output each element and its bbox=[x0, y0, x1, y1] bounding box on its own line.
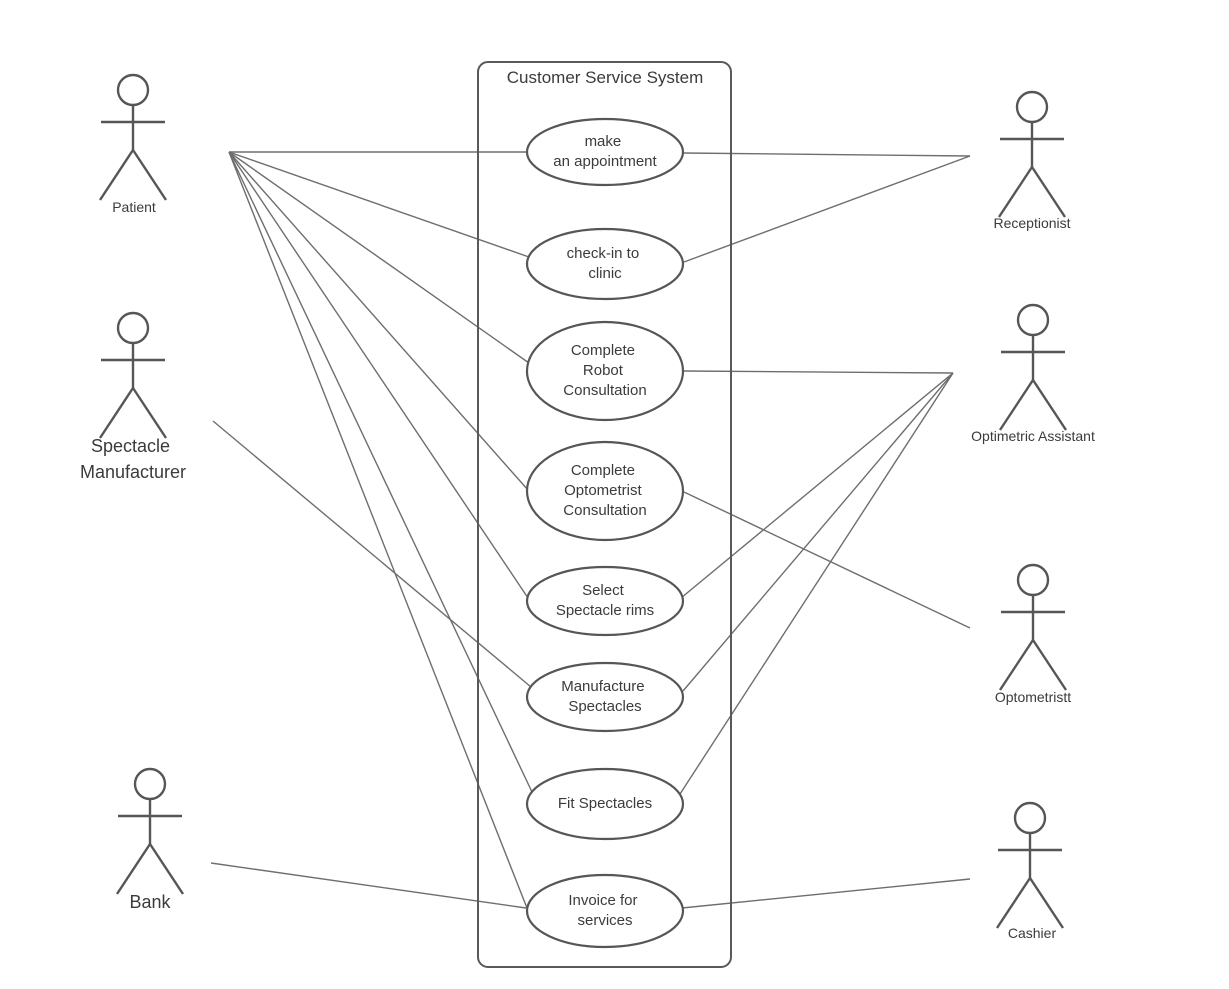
connector-patient-optometrist-consultation bbox=[228, 151, 529, 491]
actor-spectacle-manufacturer-figure bbox=[98, 311, 168, 440]
usecase-optometrist-consultation-label: Complete Optometrist Consultation bbox=[563, 462, 646, 519]
system-boundary: Customer Service System bbox=[477, 61, 732, 968]
actor-optimetric-assistant-figure bbox=[998, 303, 1068, 432]
actor-cashier: Cashier bbox=[995, 801, 1065, 941]
connector-patient-fit-spectacles bbox=[228, 151, 533, 793]
usecase-invoice-services: Invoice for services bbox=[525, 873, 685, 949]
actor-patient: Patient bbox=[98, 73, 168, 215]
actors: Patient Spectacle Manufacturer Bank Rece… bbox=[80, 73, 1095, 941]
usecase-fit-spectacles-label: Fit Spectacles bbox=[558, 795, 652, 812]
actor-receptionist: Receptionist bbox=[993, 90, 1071, 231]
usecase-select-rims: Select Spectacle rims bbox=[525, 565, 685, 637]
connector-patient-robot-consultation bbox=[228, 151, 530, 364]
usecase-robot-consultation: Complete Robot Consultation bbox=[525, 320, 685, 422]
usecase-make-appointment: make an appointment bbox=[525, 117, 685, 187]
usecase-optometrist-consultation: Complete Optometrist Consultation bbox=[525, 440, 685, 542]
usecase-robot-consultation-ellipse bbox=[525, 320, 685, 422]
usecase-check-in-label: check-in to clinic bbox=[567, 245, 644, 282]
usecase-robot-consultation-label: Complete Robot Consultation bbox=[563, 342, 646, 399]
actor-patient-label: Patient bbox=[112, 199, 156, 215]
connector-bank-invoice bbox=[210, 862, 527, 909]
usecase-select-rims-label: Select Spectacle rims bbox=[556, 582, 654, 619]
connector-optimetric-assistant-select-rims bbox=[680, 372, 954, 599]
usecase-manufacture-spectacles: Manufacture Spectacles bbox=[525, 661, 685, 733]
usecase-optometrist-consultation-ellipse bbox=[525, 440, 685, 542]
actor-patient-figure bbox=[98, 73, 168, 202]
actor-optometrist: Optometristt bbox=[995, 563, 1071, 705]
actor-optimetric-assistant: Optimetric Assistant bbox=[971, 303, 1095, 444]
actor-optimetric-assistant-label: Optimetric Assistant bbox=[971, 428, 1095, 444]
actor-bank-figure bbox=[115, 767, 185, 896]
usecase-check-in: check-in to clinic bbox=[525, 227, 685, 301]
connector-optimetric-assistant-manufacture bbox=[682, 372, 954, 692]
actor-spectacle-manufacturer-label: Spectacle Manufacturer bbox=[80, 436, 186, 482]
actor-receptionist-figure bbox=[997, 90, 1067, 219]
connector-cashier-invoice bbox=[681, 878, 971, 909]
system-title: Customer Service System bbox=[507, 68, 704, 87]
system-boundary-box bbox=[477, 61, 732, 968]
actor-spectacle-manufacturer: Spectacle Manufacturer bbox=[80, 311, 186, 482]
actor-receptionist-label: Receptionist bbox=[993, 215, 1070, 231]
actor-bank: Bank bbox=[115, 767, 185, 912]
connector-spectacle-manufacturer-manufacture bbox=[212, 420, 532, 688]
usecase-invoice-services-label: Invoice for services bbox=[568, 892, 641, 929]
connector-patient-check-in bbox=[228, 151, 530, 258]
connector-optimetric-assistant-fit-spectacles bbox=[679, 372, 954, 795]
usecase-manufacture-spectacles-ellipse bbox=[525, 661, 685, 733]
usecase-fit-spectacles: Fit Spectacles bbox=[525, 767, 685, 841]
usecase-select-rims-ellipse bbox=[525, 565, 685, 637]
actor-cashier-figure bbox=[995, 801, 1065, 930]
actor-optometrist-label: Optometristt bbox=[995, 689, 1071, 705]
usecase-fit-spectacles-ellipse bbox=[525, 767, 685, 841]
connector-receptionist-check-in bbox=[683, 155, 971, 263]
connector-receptionist-make-appointment bbox=[682, 152, 971, 157]
usecase-invoice-services-ellipse bbox=[525, 873, 685, 949]
usecase-make-appointment-label: make an appointment bbox=[553, 133, 657, 170]
usecase-make-appointment-ellipse bbox=[525, 117, 685, 187]
actor-optometrist-figure bbox=[998, 563, 1068, 692]
connector-optimetric-assistant-robot-consultation bbox=[682, 370, 954, 374]
usecase-check-in-ellipse bbox=[525, 227, 685, 301]
actor-cashier-label: Cashier bbox=[1008, 925, 1057, 941]
actor-bank-label: Bank bbox=[129, 892, 171, 912]
usecase-manufacture-spectacles-label: Manufacture Spectacles bbox=[561, 678, 649, 715]
use-cases: make an appointment check-in to clinic C… bbox=[525, 117, 685, 949]
